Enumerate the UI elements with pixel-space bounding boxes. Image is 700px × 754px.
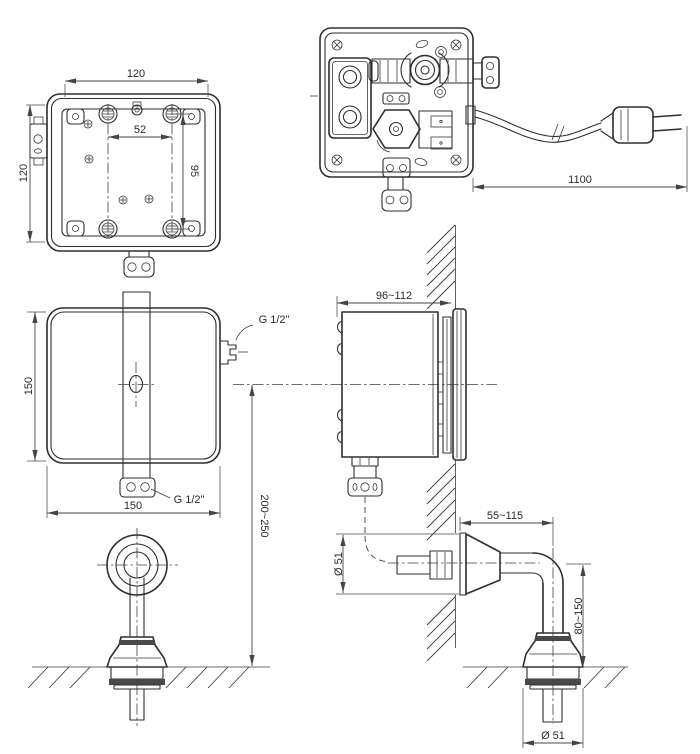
depth-dimension: 96~112 (336, 290, 451, 317)
strap-top (122, 291, 151, 309)
corner-screws (331, 39, 462, 166)
dim-cover-height: 150 (23, 377, 35, 395)
slot-bottom (414, 158, 428, 166)
spout-side-view: 55~115 Ø 51 80~150 Ø 51 (333, 510, 628, 748)
dim-flange-diameter: Ø 51 (333, 552, 345, 576)
wall-flange (459, 532, 534, 596)
outlet-leader (150, 488, 171, 499)
dim-spout-reach: 55~115 (487, 510, 523, 522)
valve-unit-view: 1100 (310, 27, 688, 212)
screw-holes (83, 119, 154, 205)
inlet-fitting (219, 340, 248, 365)
valve-bottom-bracket (381, 157, 412, 212)
dim-hole-spacing-vertical: 95 (188, 165, 200, 177)
front-cover-dimensions: 150 150 G 1/2" G 1/2" 200~250 (23, 311, 290, 666)
dim-cable-length: 1100 (568, 174, 592, 186)
back-plate-dimensions: 120 120 52 95 (18, 68, 209, 243)
port-panel (328, 57, 372, 139)
dim-cover-width: 150 (124, 500, 142, 512)
dim-hole-spacing-horizontal: 52 (134, 124, 146, 136)
cable-dimension: 1100 (472, 126, 688, 192)
hinge-bracket (29, 116, 48, 166)
wall-section (426, 224, 456, 662)
keyhole-grommet (131, 101, 143, 116)
wall-stub (396, 550, 453, 580)
label-outlet-thread: G 1/2" (174, 494, 205, 506)
hole-centerlines (107, 104, 173, 240)
solenoid-valve (372, 92, 453, 153)
dim-backplate-width: 120 (127, 68, 145, 80)
dim-install-height: 200~250 (258, 494, 270, 537)
back-plate-view: 120 120 52 95 (18, 68, 221, 278)
corner-screw-tabs (66, 108, 201, 237)
dim-outlet-height: 80~150 (573, 597, 585, 634)
inlet-valve-assembly (368, 46, 500, 98)
mounting-plate-edge (442, 316, 452, 454)
slot-top (415, 39, 429, 49)
floor-section-right (463, 666, 628, 689)
label-inlet-thread: G 1/2" (259, 314, 290, 326)
bottom-bracket (123, 250, 155, 278)
spout-front-view (27, 528, 270, 726)
elbow-pipe (532, 552, 564, 634)
side-ribs (337, 320, 343, 444)
dim-base-diameter: Ø 51 (541, 730, 565, 742)
side-mounted-view: 96~112 (336, 290, 467, 562)
hidden-pipe-path (364, 497, 387, 562)
drop-pipe (129, 577, 145, 638)
outlet-bracket (119, 462, 156, 498)
side-outlet-bracket (347, 456, 383, 497)
wall-hatching (426, 224, 456, 662)
mounting-strap (122, 307, 151, 464)
cover-plate-edge (452, 308, 467, 461)
dim-backplate-height: 120 (18, 164, 30, 182)
inlet-leader (235, 324, 254, 341)
dim-recess-depth: 96~112 (376, 290, 412, 302)
spout-dimensions: 55~115 Ø 51 80~150 Ø 51 (333, 510, 591, 748)
front-cover-view: 150 150 G 1/2" G 1/2" 200~250 (23, 291, 290, 666)
power-plug (612, 106, 654, 144)
floor-section-left (27, 666, 270, 689)
power-cord (465, 105, 682, 144)
